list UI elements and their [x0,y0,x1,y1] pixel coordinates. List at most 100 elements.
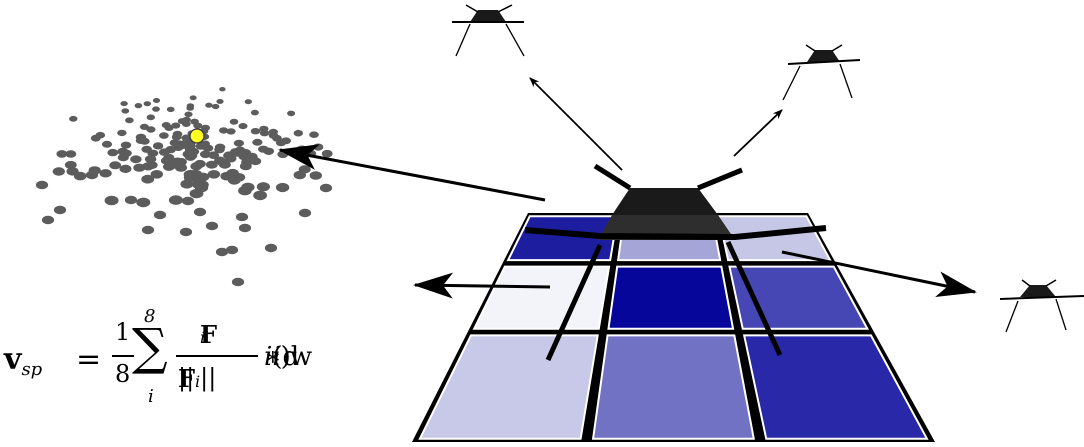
cloud-point [143,101,151,107]
cloud-point [230,148,241,156]
cloud-point [264,243,278,253]
drone-right [999,279,1084,333]
cloud-point [133,163,146,172]
cloud-point [189,188,204,199]
cloud-point [152,106,160,112]
cloud-point [268,132,279,139]
center-drone [524,163,827,362]
cloud-point [287,110,296,117]
cloud-point [185,142,196,150]
cloud-point [136,197,151,208]
cloud-point [227,175,241,185]
cloud-point [238,223,252,233]
cloud-point [298,165,311,174]
cloud-point [69,115,78,122]
formula-frac1-denominator: 8 [115,360,131,388]
cloud-point [141,145,152,153]
cloud-point [177,118,187,125]
cloud-point [217,158,229,167]
cloud-point [309,171,322,180]
cloud-point [153,210,167,220]
cloud-point [107,148,119,157]
cloud-point [189,95,197,101]
formula-frac2-denominator: ||Fi|| [178,364,217,393]
cloud-point [199,150,211,159]
cloud-point [195,180,209,190]
grid-cell-2-0 [418,334,599,440]
cloud-point [73,171,87,181]
cloud-point [298,208,312,218]
cloud-point [226,128,236,135]
formula-frac2-bar [176,355,258,357]
cloud-point [275,182,290,193]
arrow-right-drone [781,250,977,298]
grid-cell-2-2 [742,334,929,440]
cloud-point [214,143,226,151]
cloud-point [90,134,101,142]
cloud-point [120,101,128,107]
cloud-point [205,221,219,231]
cloud-point [152,142,164,150]
cloud-point [252,138,263,146]
cloud-point [207,170,221,179]
cloud-point [244,99,252,105]
arrow-left [413,272,551,299]
cloud-point [296,145,308,153]
cloud-point [319,183,333,193]
cloud-point [53,205,67,215]
cloud-point [190,118,199,125]
cloud-point [35,180,49,190]
cloud-point [238,186,252,196]
cloud-point [99,169,112,178]
cloud-point [219,127,229,134]
cloud-point [225,245,239,255]
formula-sum-lower: i [148,386,154,407]
cloud-point [124,195,138,205]
drone-upper-right [782,44,861,101]
cloud-point [139,137,150,145]
cloud-point [141,225,155,235]
cloud-point [184,111,193,118]
cloud-point [120,141,132,149]
cloud-point [166,106,175,113]
cloud-point [179,227,193,237]
cloud-point [250,128,261,135]
cloud-point [158,148,170,156]
formula-equals: = [76,342,102,377]
cloud-point [169,160,182,169]
cloud-point [238,123,248,130]
cloud-point [250,109,259,116]
cloud-point [211,103,220,110]
cloud-point [168,195,183,205]
cloud-point [150,170,163,179]
cloud-point [275,139,287,147]
cloud-point [171,122,181,129]
grid-cell-0-2 [717,215,832,262]
cloud-point [201,124,210,131]
cloud-point [185,150,197,158]
point-cloud [35,87,333,287]
cloud-point [141,174,155,184]
cloud-point [125,117,134,124]
cloud-point [64,160,77,169]
cloud-point [117,129,127,137]
highlighted-point [189,128,205,144]
cloud-point [321,149,333,158]
cloud-point [146,114,155,121]
cloud-point [258,145,269,153]
arrow-up-left-drone [529,77,623,171]
grid-cell-1-0 [472,265,611,330]
grid-cell-2-1 [591,334,755,440]
cloud-point [190,162,203,171]
cloud-point [119,164,132,173]
cloud-point [159,132,169,139]
cloud-point [293,129,303,137]
arrow-up-right-drone [733,109,783,157]
cloud-point [231,277,245,287]
cloud-point [121,108,130,114]
cloud-point [309,131,319,138]
cloud-point [216,99,224,104]
